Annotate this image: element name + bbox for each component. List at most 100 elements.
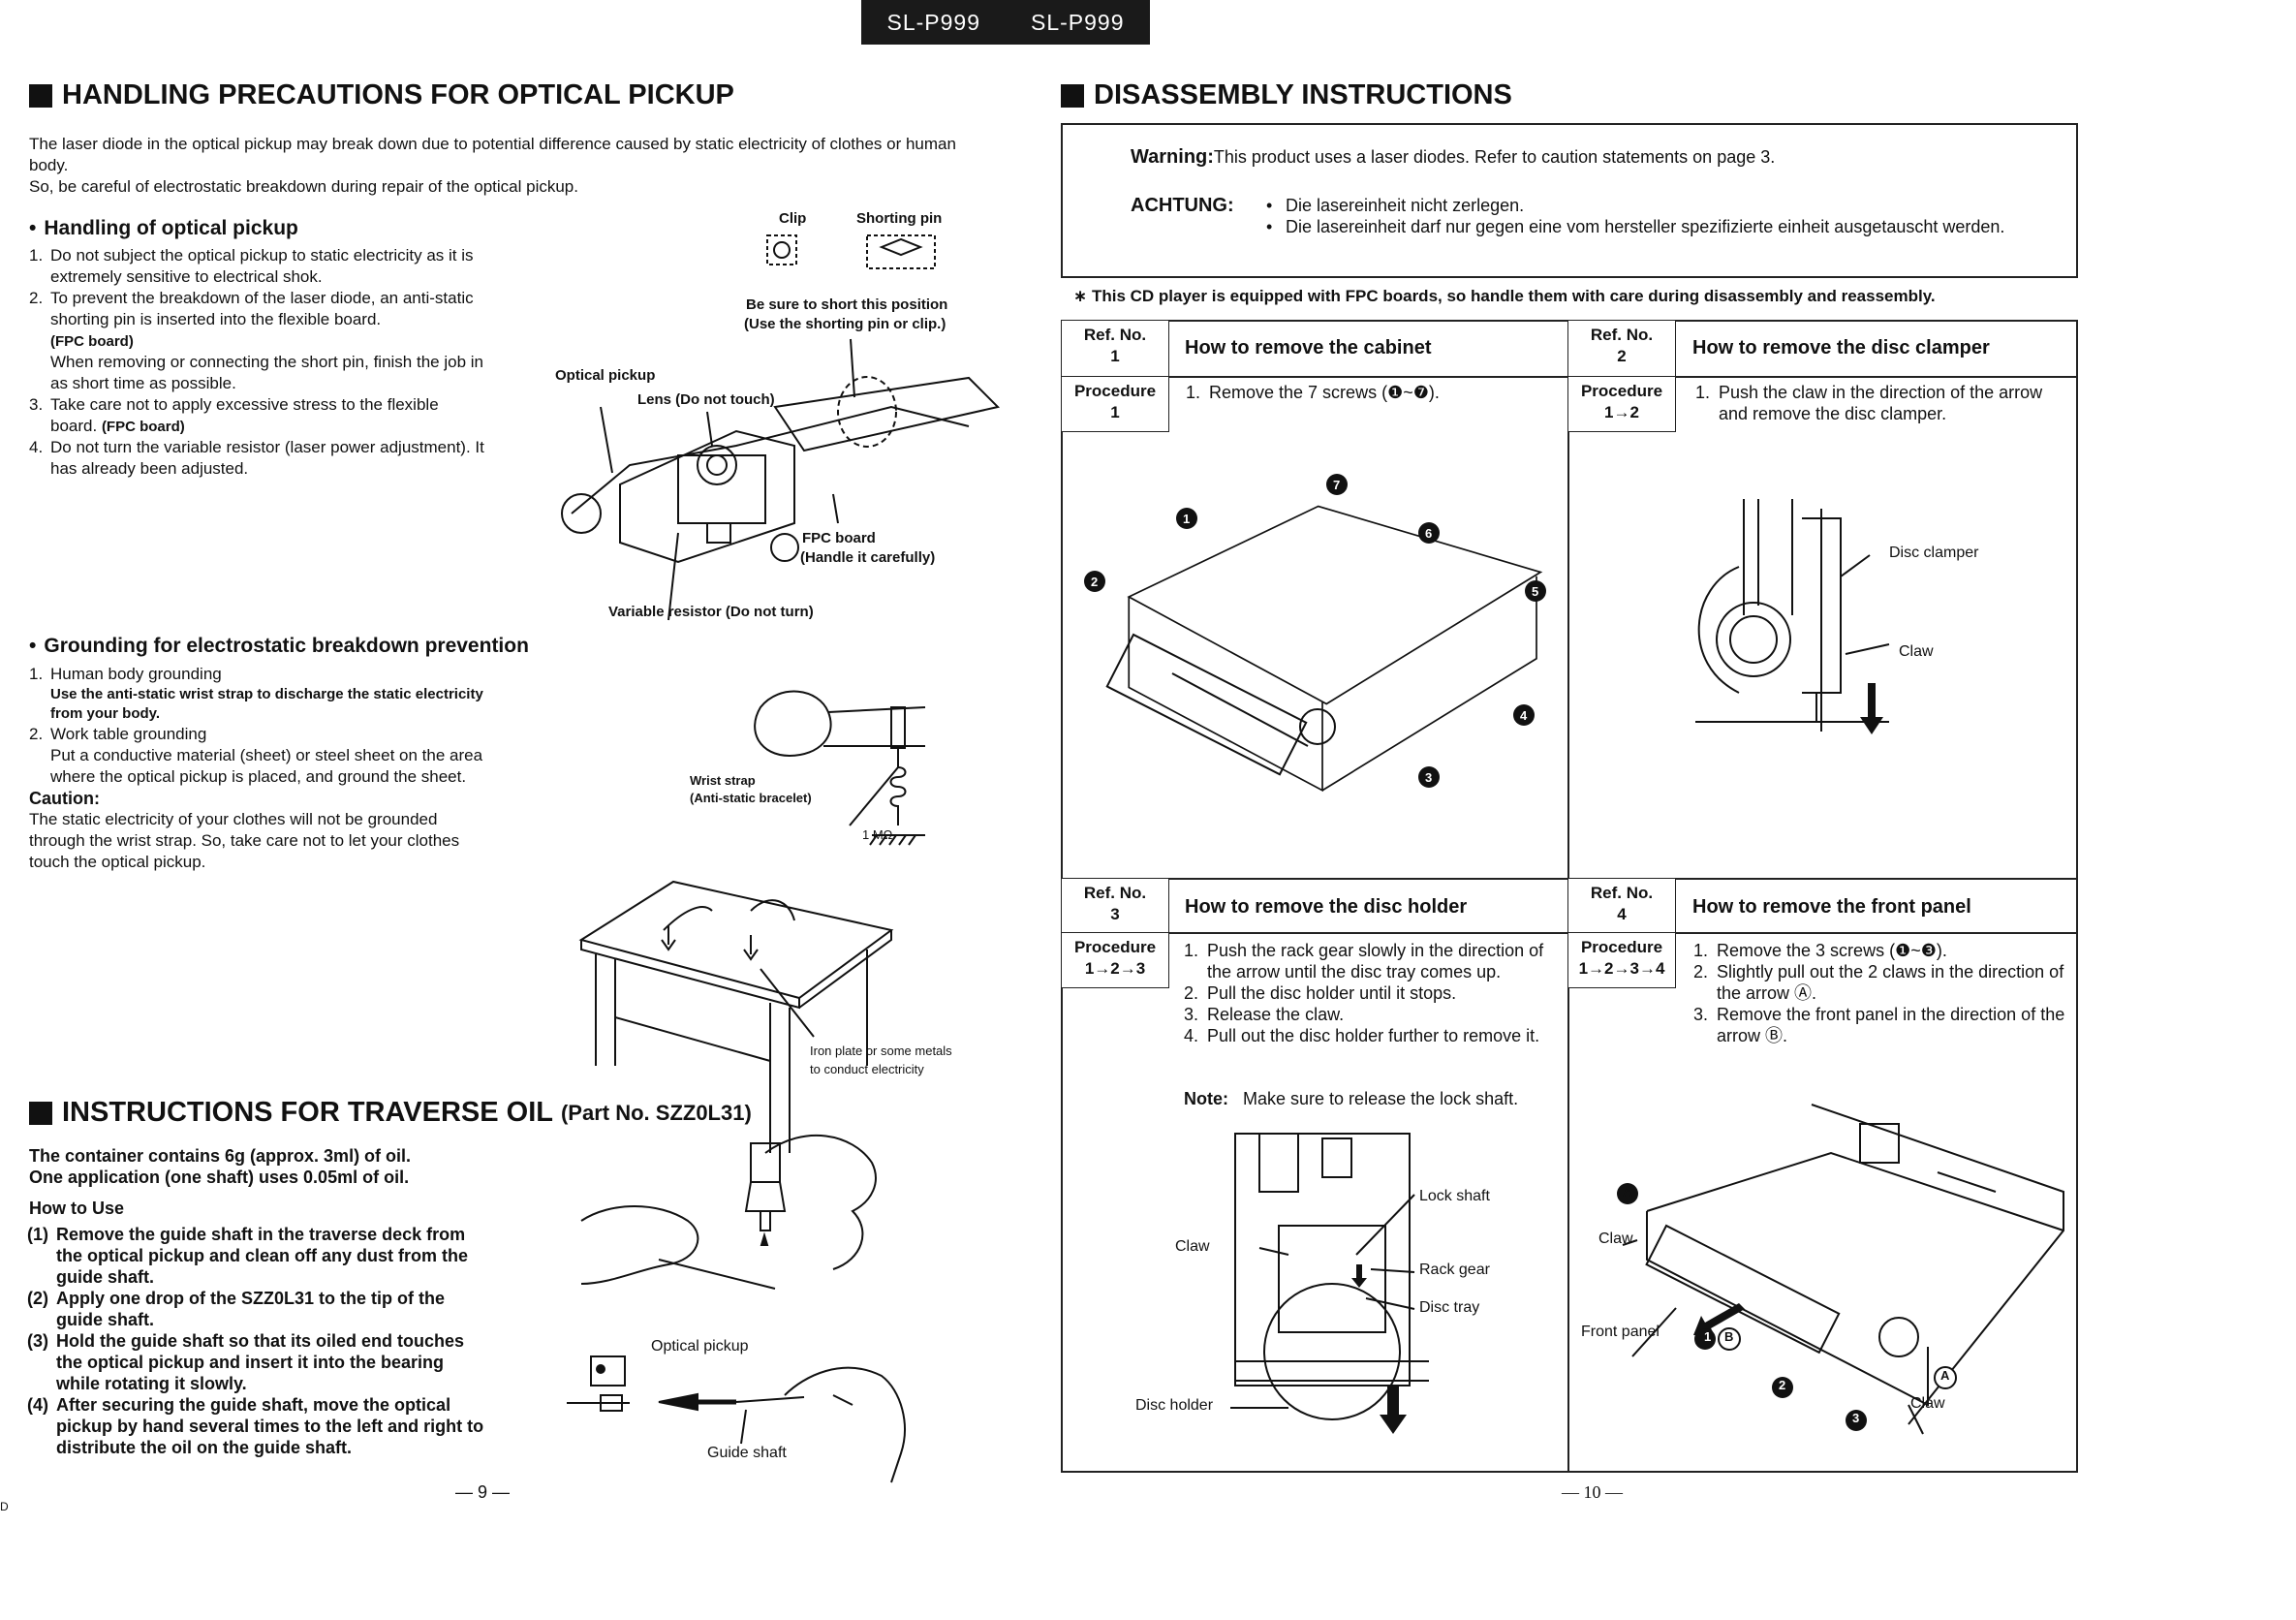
disc-clamper-label: Disc clamper xyxy=(1889,545,1979,561)
claw-label-4b: Claw xyxy=(1910,1395,1945,1412)
screw-label-3: 3 xyxy=(1852,1411,1860,1425)
svg-text:4: 4 xyxy=(1520,708,1528,723)
grounding-subtitle: Grounding for electrostatic breakdown pr… xyxy=(29,635,529,658)
shorting-pin-label: Shorting pin xyxy=(856,210,943,227)
handling-section-title: HANDLING PRECAUTIONS FOR OPTICAL PICKUP xyxy=(29,79,734,111)
screw-label-2: 2 xyxy=(1779,1378,1786,1392)
svg-text:7: 7 xyxy=(1333,478,1340,492)
achtung-list: •Die lasereinheit nicht zerlegen. •Die l… xyxy=(1266,196,2005,236)
svg-text:6: 6 xyxy=(1425,526,1432,541)
handling-list: 1.Do not subject the optical pickup to s… xyxy=(29,245,489,480)
optical-pickup-illustration xyxy=(561,234,1000,621)
claw-label-3: Claw xyxy=(1175,1238,1210,1255)
rack-gear-label: Rack gear xyxy=(1419,1262,1490,1278)
oil-application-illustration xyxy=(567,1134,906,1483)
screw-label-a-top: A xyxy=(1623,1184,1633,1199)
bracelet-label: (Anti-static bracelet) xyxy=(690,791,812,805)
list-item: (1)Remove the guide shaft in the travers… xyxy=(27,1225,469,1287)
work-table-illustration xyxy=(578,880,894,1153)
resistance-label: 1 MΩ xyxy=(862,827,893,842)
front-panel-illustration xyxy=(1617,1104,2064,1435)
list-item: 2.Work table grounding xyxy=(29,725,207,743)
list-item: 4.Do not turn the variable resistor (las… xyxy=(29,438,484,478)
model-label-right: SL-P999 xyxy=(1031,9,1125,35)
page-number-left: — 9 — xyxy=(455,1482,511,1502)
section-square-icon xyxy=(29,1101,52,1125)
oil-section-title: INSTRUCTIONS FOR TRAVERSE OIL (Part No. … xyxy=(29,1097,752,1129)
iron-plate-label-2: to conduct electricity xyxy=(810,1062,924,1076)
disc-holder-label: Disc holder xyxy=(1135,1397,1214,1414)
front-panel-label: Front panel xyxy=(1581,1324,1660,1340)
variable-resistor-label: Variable resistor (Do not turn) xyxy=(608,604,814,620)
disc-clamper-illustration xyxy=(1695,499,1890,734)
handling-subtitle: Handling of optical pickup xyxy=(29,217,298,240)
ref-no-2: Ref. No.2 xyxy=(1567,320,1676,378)
page-number-right: — 10 — xyxy=(1562,1482,1623,1502)
warning-box: Warning:This product uses a laser diodes… xyxy=(1061,123,2078,278)
list-item: 2.To prevent the breakdown of the laser … xyxy=(29,289,483,392)
arrow-label-a: A xyxy=(1940,1368,1950,1383)
claw-label-4a: Claw xyxy=(1598,1231,1633,1247)
list-item: (3)Hold the guide shaft so that its oile… xyxy=(27,1331,465,1393)
handle-carefully-label: (Handle it carefully) xyxy=(800,549,936,566)
oil-steps: (1)Remove the guide shaft in the travers… xyxy=(27,1224,492,1458)
fpc-board-label: FPC board xyxy=(802,530,876,546)
cell-1-steps: 1.Remove the 7 screws (❶~❼). xyxy=(1186,383,1440,402)
cabinet-illustration: 1 7 6 2 5 4 3 xyxy=(1084,474,1546,793)
handling-intro: The laser diode in the optical pickup ma… xyxy=(29,135,956,196)
svg-text:2: 2 xyxy=(1091,575,1098,589)
list-item: 3.Take care not to apply excessive stres… xyxy=(29,395,439,435)
cell-2-steps: 1.Push the claw in the direction of the … xyxy=(1695,383,2043,423)
oil-info: The container contains 6g (approx. 3ml) … xyxy=(29,1146,412,1218)
lens-label: Lens (Do not touch) xyxy=(637,391,775,408)
cell-3-title: How to remove the disc holder xyxy=(1185,896,1468,918)
cell-4-title: How to remove the front panel xyxy=(1692,896,1971,918)
ref-no-3: Ref. No.3 xyxy=(1061,878,1169,934)
svg-text:1: 1 xyxy=(1183,512,1190,526)
cell-3-steps: 1.Push the rack gear slowly in the direc… xyxy=(1184,941,1544,1045)
disc-holder-illustration xyxy=(1230,1133,1429,1434)
clip-label: Clip xyxy=(779,210,807,227)
optical-pickup-label: Optical pickup xyxy=(555,367,656,384)
disassembly-section-title: DISASSEMBLY INSTRUCTIONS xyxy=(1061,79,1512,111)
caution-text: The static electricity of your clothes w… xyxy=(29,810,460,871)
section-square-icon xyxy=(1061,83,1084,108)
use-pin-label: (Use the shorting pin or clip.) xyxy=(744,316,946,332)
be-sure-label: Be sure to short this position xyxy=(746,296,948,313)
oil-optical-pickup-label: Optical pickup xyxy=(651,1338,749,1355)
cell-4-steps: 1.Remove the 3 screws (❶~❸). 2.Slightly … xyxy=(1693,941,2065,1045)
iron-plate-label: Iron plate or some metals xyxy=(810,1044,952,1058)
arrow-label-b: B xyxy=(1724,1329,1734,1344)
model-label-left: SL-P999 xyxy=(886,9,980,35)
corner-mark: D xyxy=(0,1500,9,1513)
ref-no-4: Ref. No.4 xyxy=(1567,878,1676,934)
warning-line: Warning:This product uses a laser diodes… xyxy=(1131,146,1776,168)
lock-shaft-label: Lock shaft xyxy=(1419,1188,1490,1204)
claw-label-2: Claw xyxy=(1899,643,1934,660)
wrist-strap-illustration xyxy=(754,690,926,846)
grounding-text: Put a conductive material (sheet) or ste… xyxy=(50,746,483,786)
section-square-icon xyxy=(29,83,52,108)
cell-2-title: How to remove the disc clamper xyxy=(1692,337,1990,358)
fpc-note: ∗ This CD player is equipped with FPC bo… xyxy=(1073,287,1936,305)
list-item: (2)Apply one drop of the SZZ0L31 to the … xyxy=(27,1289,445,1329)
screw-label-1: 1 xyxy=(1704,1329,1712,1344)
guide-shaft-label: Guide shaft xyxy=(707,1445,787,1461)
list-item: 1.Human body grounding xyxy=(29,665,222,683)
grounding-note: Use the anti-static wrist strap to disch… xyxy=(50,686,483,722)
cell-1-title: How to remove the cabinet xyxy=(1185,337,1432,358)
cell-3-note: Note: Make sure to release the lock shaf… xyxy=(1184,1089,1519,1108)
list-item: (4)After securing the guide shaft, move … xyxy=(27,1395,484,1457)
grounding-list: 1.Human body grounding Use the anti-stat… xyxy=(29,664,494,873)
model-header: SL-P999 SL-P999 xyxy=(861,0,1150,45)
achtung-label: ACHTUNG: xyxy=(1131,195,1234,216)
caution-label: Caution: xyxy=(29,789,100,808)
list-item: 1.Do not subject the optical pickup to s… xyxy=(29,246,474,286)
svg-text:3: 3 xyxy=(1425,770,1432,785)
disc-tray-label: Disc tray xyxy=(1419,1299,1480,1316)
svg-text:5: 5 xyxy=(1532,584,1538,599)
